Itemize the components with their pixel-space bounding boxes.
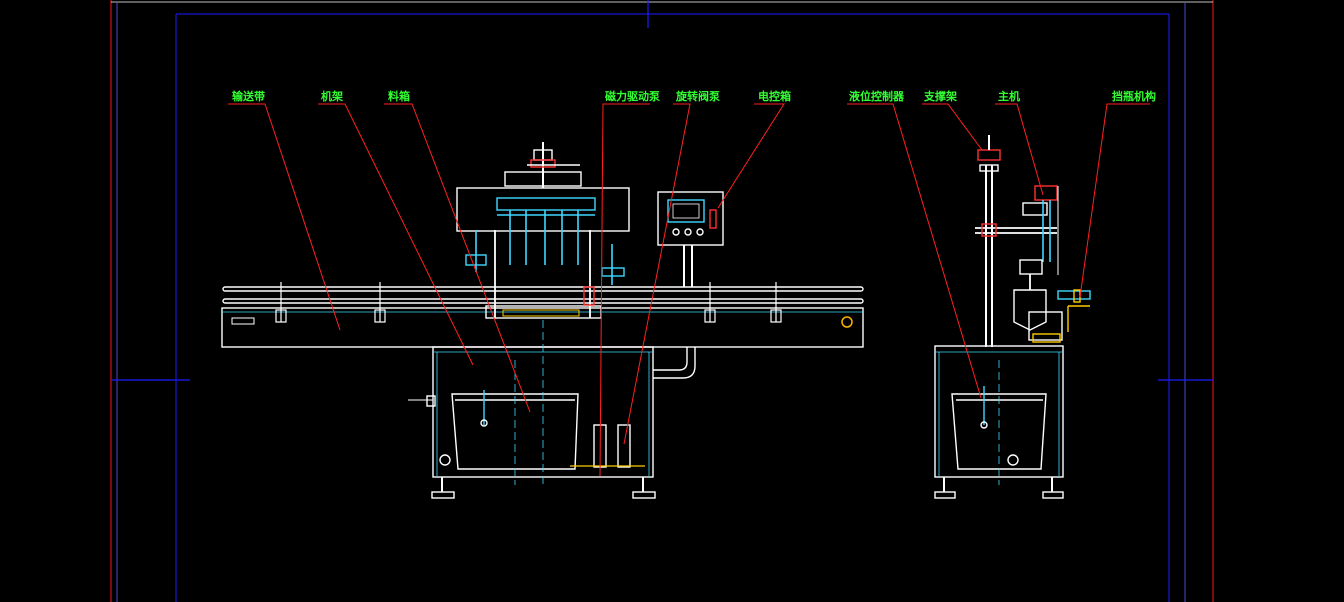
conveyor-rail-lower [222,298,864,304]
filling-nozzles [509,210,579,265]
leader-hopper [384,103,531,413]
leader-rotary-valve [623,103,691,445]
label-rotary-valve: 旋转阀泵 [676,90,720,103]
conveyor-rail-upper [222,286,864,292]
side-hopper-tank [951,393,1047,470]
rail-posts [275,282,782,323]
side-feet [934,477,1064,499]
side-base-cabinet [934,345,1064,478]
leader-conveyor [228,103,341,331]
label-level-controller: 液位控制器 [849,90,904,103]
leader-control-box [717,103,785,209]
label-magnetic-pump: 磁力驱动泵 [605,90,660,103]
side-view [934,135,1091,499]
front-feet [431,477,656,499]
leader-bottle-stopper [1079,103,1150,298]
leader-level-controller [847,103,982,399]
label-control-box: 电控箱 [758,90,791,103]
control-box [657,191,724,246]
label-conveyor: 输送带 [232,90,265,103]
leader-main-unit [995,103,1044,196]
pump-right [617,424,631,468]
front-view [221,142,864,499]
drive-roller [841,316,853,328]
leader-magnetic-pump [599,103,650,477]
label-bottle-stopper: 挡瓶机构 [1112,90,1156,103]
leader-support-frame [922,103,983,151]
drawing-frame [110,0,1214,602]
hopper-tank [451,393,579,470]
conveyor-body [221,307,864,348]
leader-frame [318,103,474,366]
nozzle-manifold [496,197,596,211]
label-main-unit: 主机 [998,90,1020,103]
control-screen [667,199,705,223]
label-support-frame: 支撑架 [924,90,957,103]
label-hopper: 料箱 [388,90,410,103]
leader-lines [228,103,1150,477]
label-frame: 机架 [321,90,343,103]
main-unit-head [1034,185,1058,201]
